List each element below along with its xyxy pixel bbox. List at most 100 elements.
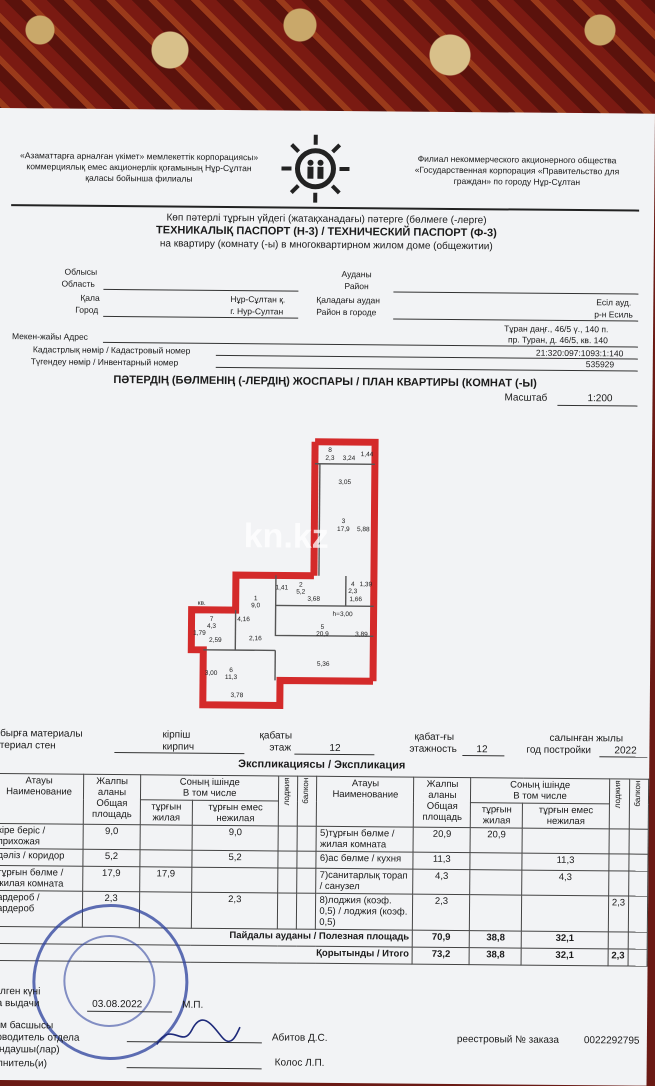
technical-passport-document: «Азаматтарға арналған үкімет» мемлекетті… [0, 108, 655, 1086]
cell-name: кіре беріс / прихожая [0, 823, 83, 849]
room-6-area: 11,3 [225, 674, 238, 681]
address-label: Мекен-жайы Адрес [12, 331, 88, 342]
col-nonliving-header: тұрғын емес нежилая [192, 800, 279, 826]
floors-line [462, 755, 504, 756]
floors-kz-label: қабат-ғы [414, 732, 454, 743]
cell-living [140, 850, 192, 867]
ceiling-height: h=3,00 [333, 611, 354, 618]
cell-living [470, 895, 522, 931]
cell-loggia [278, 826, 297, 851]
cell-total: 11,3 [413, 852, 470, 869]
col-balcony-header-right: балкон [629, 779, 648, 829]
raion-label: Район [344, 281, 368, 291]
cell-name: тұрғын бөлме / жилая комната [0, 865, 83, 891]
loggia-header-label: лоджия [282, 777, 291, 805]
floor-ru-label: этаж [269, 742, 291, 753]
right-org-line: граждан» по городу Нұр-Сұлтан [384, 175, 649, 188]
city-district-kz-label: Қаладағы аудан [316, 295, 380, 306]
cell-nonliving [192, 867, 279, 893]
room-3-area: 17,9 [337, 526, 350, 533]
room-4-num: 4 [351, 581, 355, 588]
address-kz-value: Тұран даңғ., 46/5 ү., 140 п. [504, 323, 608, 334]
cell-total: 4,3 [413, 869, 470, 894]
cell-living [140, 825, 192, 850]
executor-kz-label: ындаушы(лар) [0, 1044, 60, 1056]
year-ru-label: год постройки [526, 745, 591, 757]
cell-loggia [608, 932, 628, 949]
cell-balcony [297, 868, 316, 893]
grand-loggia: 2,3 [608, 949, 628, 966]
room-1-area: 9,0 [251, 602, 260, 609]
floor-kz-label: қабаты [259, 730, 292, 741]
room-3-height: 5,88 [357, 526, 370, 533]
room-2-area: 5,2 [296, 589, 305, 596]
cell-name: 7)санитарлық торап / санузел [316, 868, 413, 894]
year-kz-label: салынған жылы [549, 733, 623, 745]
header-divider [11, 204, 639, 211]
cell-living: 17,9 [140, 867, 192, 892]
room-7-num: 7 [210, 616, 214, 623]
useful-living: 38,8 [470, 931, 522, 948]
grand-nonliving: 32,1 [521, 948, 608, 966]
cell-balcony [629, 871, 648, 896]
floors-value: 12 [476, 744, 487, 755]
floor-plan: 8 2,3 3,24 1,44 3,05 3 17,9 5,88 2 5,2 3… [185, 435, 387, 712]
cell-total: 17,9 [83, 866, 140, 891]
order-number: 0022292795 [584, 1035, 640, 1046]
raion-line [393, 291, 638, 294]
grand-living: 38,8 [469, 948, 521, 965]
issued-date: 03.08.2022 [92, 999, 142, 1010]
year-value: 2022 [614, 745, 636, 756]
room-2-num: 2 [299, 582, 303, 589]
table-header-row: Атауы Наименование Жалпы аланы Общая пло… [0, 773, 649, 804]
plan-wall [276, 605, 374, 606]
wall-material-ru-label: атериал стен [0, 740, 56, 752]
scale-label: Масштаб [504, 392, 547, 403]
cell-total: 2,3 [413, 894, 470, 930]
room-7-height: 1,79 [193, 630, 206, 637]
room-4-height: 1,39 [359, 581, 372, 588]
cell-loggia [609, 854, 629, 871]
mp-label: М.П. [182, 1000, 203, 1011]
inventory-label: Түгендеу нөмір / Инвентарный номер [31, 356, 179, 367]
cell-total: 9,0 [83, 824, 140, 849]
audany-label: Ауданы [342, 269, 372, 279]
scale-line [557, 405, 637, 407]
apartment-marker: кв. [198, 600, 206, 607]
room-7-area: 4,3 [207, 623, 216, 630]
cell-nonliving: 11,3 [522, 853, 609, 871]
col-total-header: Жалпы аланы Общая площадь [83, 774, 140, 824]
cell-balcony [297, 826, 316, 851]
room-7-width: 2,59 [209, 637, 222, 644]
cell-living [470, 870, 522, 895]
col-total-header-right: Жалпы аланы Общая площадь [414, 777, 471, 827]
balcony-header-label: балкон [633, 781, 642, 807]
col-living-header-right: тұрғын жилая [471, 803, 523, 828]
city-district-ru-label: Район в городе [316, 307, 376, 318]
order-label: реестровый № заказа [457, 1034, 559, 1046]
wall-material-ru-value: кирпич [162, 741, 194, 752]
district-kz-value: Есіл ауд. [596, 297, 631, 307]
col-living-header: тұрғын жилая [140, 800, 192, 825]
col-incl-header-right: Соның ішінде В том числе [471, 778, 610, 804]
room-5-width: 5,36 [317, 661, 330, 668]
cell-loggia [278, 851, 297, 868]
cell-loggia [278, 893, 297, 929]
cell-nonliving [522, 828, 609, 854]
cell-loggia [609, 829, 629, 854]
col-name-header-right: Атауы Наименование [317, 776, 414, 827]
watermark: kn.kz [244, 517, 329, 556]
issued-kz-label: рілген күні [0, 986, 40, 997]
oblast-label: Область [61, 279, 94, 289]
gorod-label: Город [75, 305, 98, 315]
right-org-block: Филиал некоммерческого акционерного обще… [384, 153, 649, 188]
balcony-header-label: балкон [301, 778, 310, 804]
executor-signature-line [127, 1067, 262, 1069]
head-signature [152, 1014, 242, 1055]
col-name-header: Атауы Наименование [0, 773, 84, 824]
wall-material-line [114, 752, 244, 754]
executor-ru-label: олнитель(и) [0, 1058, 47, 1069]
cell-nonliving: 5,2 [192, 850, 279, 868]
room-2-width: 3,68 [307, 596, 320, 603]
loggia-header-label: лоджия [613, 780, 622, 808]
